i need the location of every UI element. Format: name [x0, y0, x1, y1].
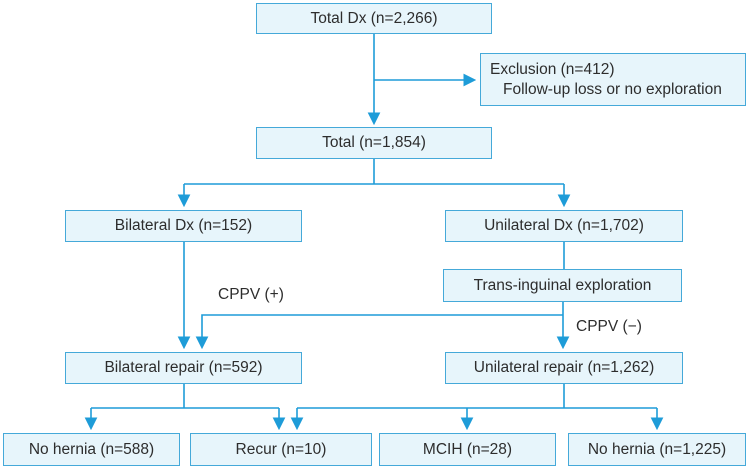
node-exclusion: Exclusion (n=412) Follow-up loss or no e… [480, 53, 746, 106]
edge-label-cppv-positive: CPPV (+) [218, 286, 284, 303]
node-total-dx: Total Dx (n=2,266) [256, 3, 492, 34]
node-no-hernia-left: No hernia (n=588) [3, 433, 180, 466]
node-recur: Recur (n=10) [190, 433, 372, 466]
exclusion-line2: Follow-up loss or no exploration [503, 80, 722, 98]
exclusion-line1: Exclusion (n=412) [490, 61, 615, 79]
node-total: Total (n=1,854) [256, 127, 492, 159]
node-trans-inguinal-exploration: Trans-inguinal exploration [443, 269, 682, 302]
node-unilateral-dx: Unilateral Dx (n=1,702) [445, 210, 683, 242]
node-no-hernia-right: No hernia (n=1,225) [568, 433, 746, 466]
connector-cppv-positive-branch [195, 314, 563, 350]
node-bilateral-dx: Bilateral Dx (n=152) [65, 210, 302, 242]
edge-label-cppv-negative: CPPV (−) [576, 318, 642, 335]
node-mcih: MCIH (n=28) [379, 433, 556, 466]
node-bilateral-repair: Bilateral repair (n=592) [65, 352, 302, 384]
node-unilateral-repair: Unilateral repair (n=1,262) [445, 352, 683, 384]
